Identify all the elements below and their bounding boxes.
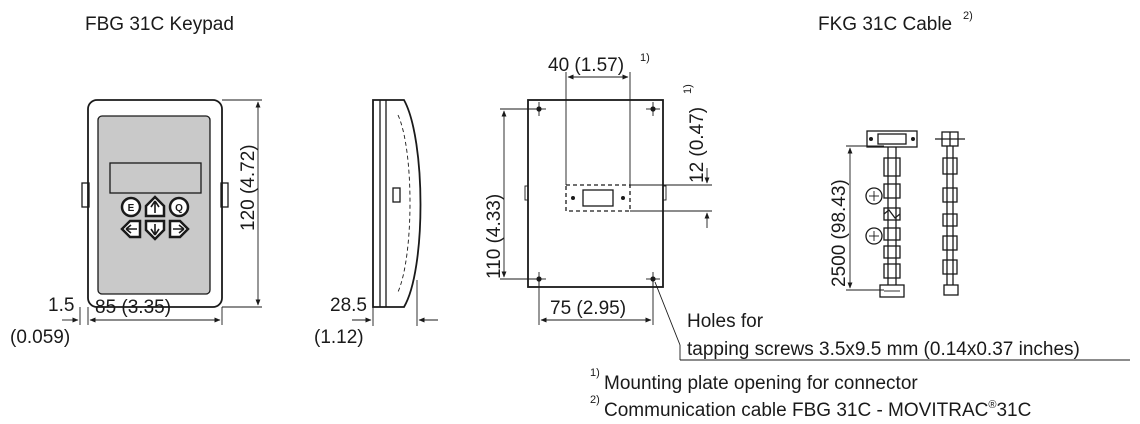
holes-label-1: Holes for [687, 311, 764, 332]
keypad-side-view: 28.5 (1.12) [314, 99, 438, 348]
mounting-plate [527, 99, 664, 288]
button-right [168, 219, 190, 239]
button-q: Q [168, 196, 190, 218]
footnote-2-mark: 2) [590, 394, 600, 406]
holes-label-2: tapping screws 3.5x9.5 mm (0.14x0.37 inc… [687, 339, 1080, 360]
screw-hole [646, 102, 660, 116]
footnote-1-text: Mounting plate opening for connector [604, 373, 918, 394]
cable-view: FKG 31C Cable 2) [818, 10, 973, 298]
cable-clip [865, 187, 883, 205]
plate-right-dim: 12 (0.47) [687, 107, 708, 183]
plate-right-note: 1) [682, 84, 694, 94]
cable-length-dim: 2500 (98.43) [829, 179, 850, 287]
side-depth-dim-mm: 28.5 [330, 295, 367, 316]
button-left [120, 219, 142, 239]
plate-top-dim: 40 (1.57) [548, 55, 624, 76]
svg-text:E: E [128, 203, 135, 214]
connector-opening [565, 184, 631, 212]
cable-clip [865, 227, 883, 245]
plate-top-note: 1) [640, 52, 650, 64]
left-clip [81, 182, 90, 208]
button-e: E [120, 196, 142, 218]
cable-connector-top [866, 130, 918, 148]
keypad-edge-dim-in: (0.059) [10, 327, 70, 348]
cable-title-note: 2) [963, 10, 973, 22]
footnote-2-text: Communication cable FBG 31C - MOVITRAC [604, 400, 988, 421]
right-clip [220, 182, 229, 208]
cable-connector-bottom [879, 284, 905, 298]
footnotes: 1) Mounting plate opening for connector … [590, 367, 1031, 421]
svg-text:Q: Q [175, 203, 183, 214]
footnote-2-suffix: 31C [996, 400, 1031, 421]
keypad-edge-dim-mm: 1.5 [48, 295, 74, 316]
cable-title: FKG 31C Cable [818, 14, 952, 35]
footnote-2-line: Communication cable FBG 31C - MOVITRAC®3… [604, 399, 1031, 421]
button-up [144, 195, 166, 218]
side-depth-dim-in: (1.12) [314, 327, 364, 348]
keypad-front-view: FBG 31C Keypad E Q [10, 14, 262, 348]
keypad-title: FBG 31C Keypad [85, 14, 234, 35]
plate-width-dim: 75 (2.95) [550, 298, 626, 319]
keypad-width-dim: 85 (3.35) [95, 297, 171, 318]
mounting-plate-view: 40 (1.57) 1) 12 (0.47) 1) 110 (4.33) 75 … [484, 52, 1130, 361]
keypad-housing [87, 99, 223, 308]
footnote-1-mark: 1) [590, 367, 600, 379]
button-down [144, 219, 166, 241]
keypad-display [109, 162, 202, 194]
registered-mark: ® [988, 399, 996, 411]
keypad-height-dim: 120 (4.72) [238, 144, 259, 231]
plate-height-dim: 110 (4.33) [484, 194, 505, 279]
side-profile [372, 99, 422, 308]
